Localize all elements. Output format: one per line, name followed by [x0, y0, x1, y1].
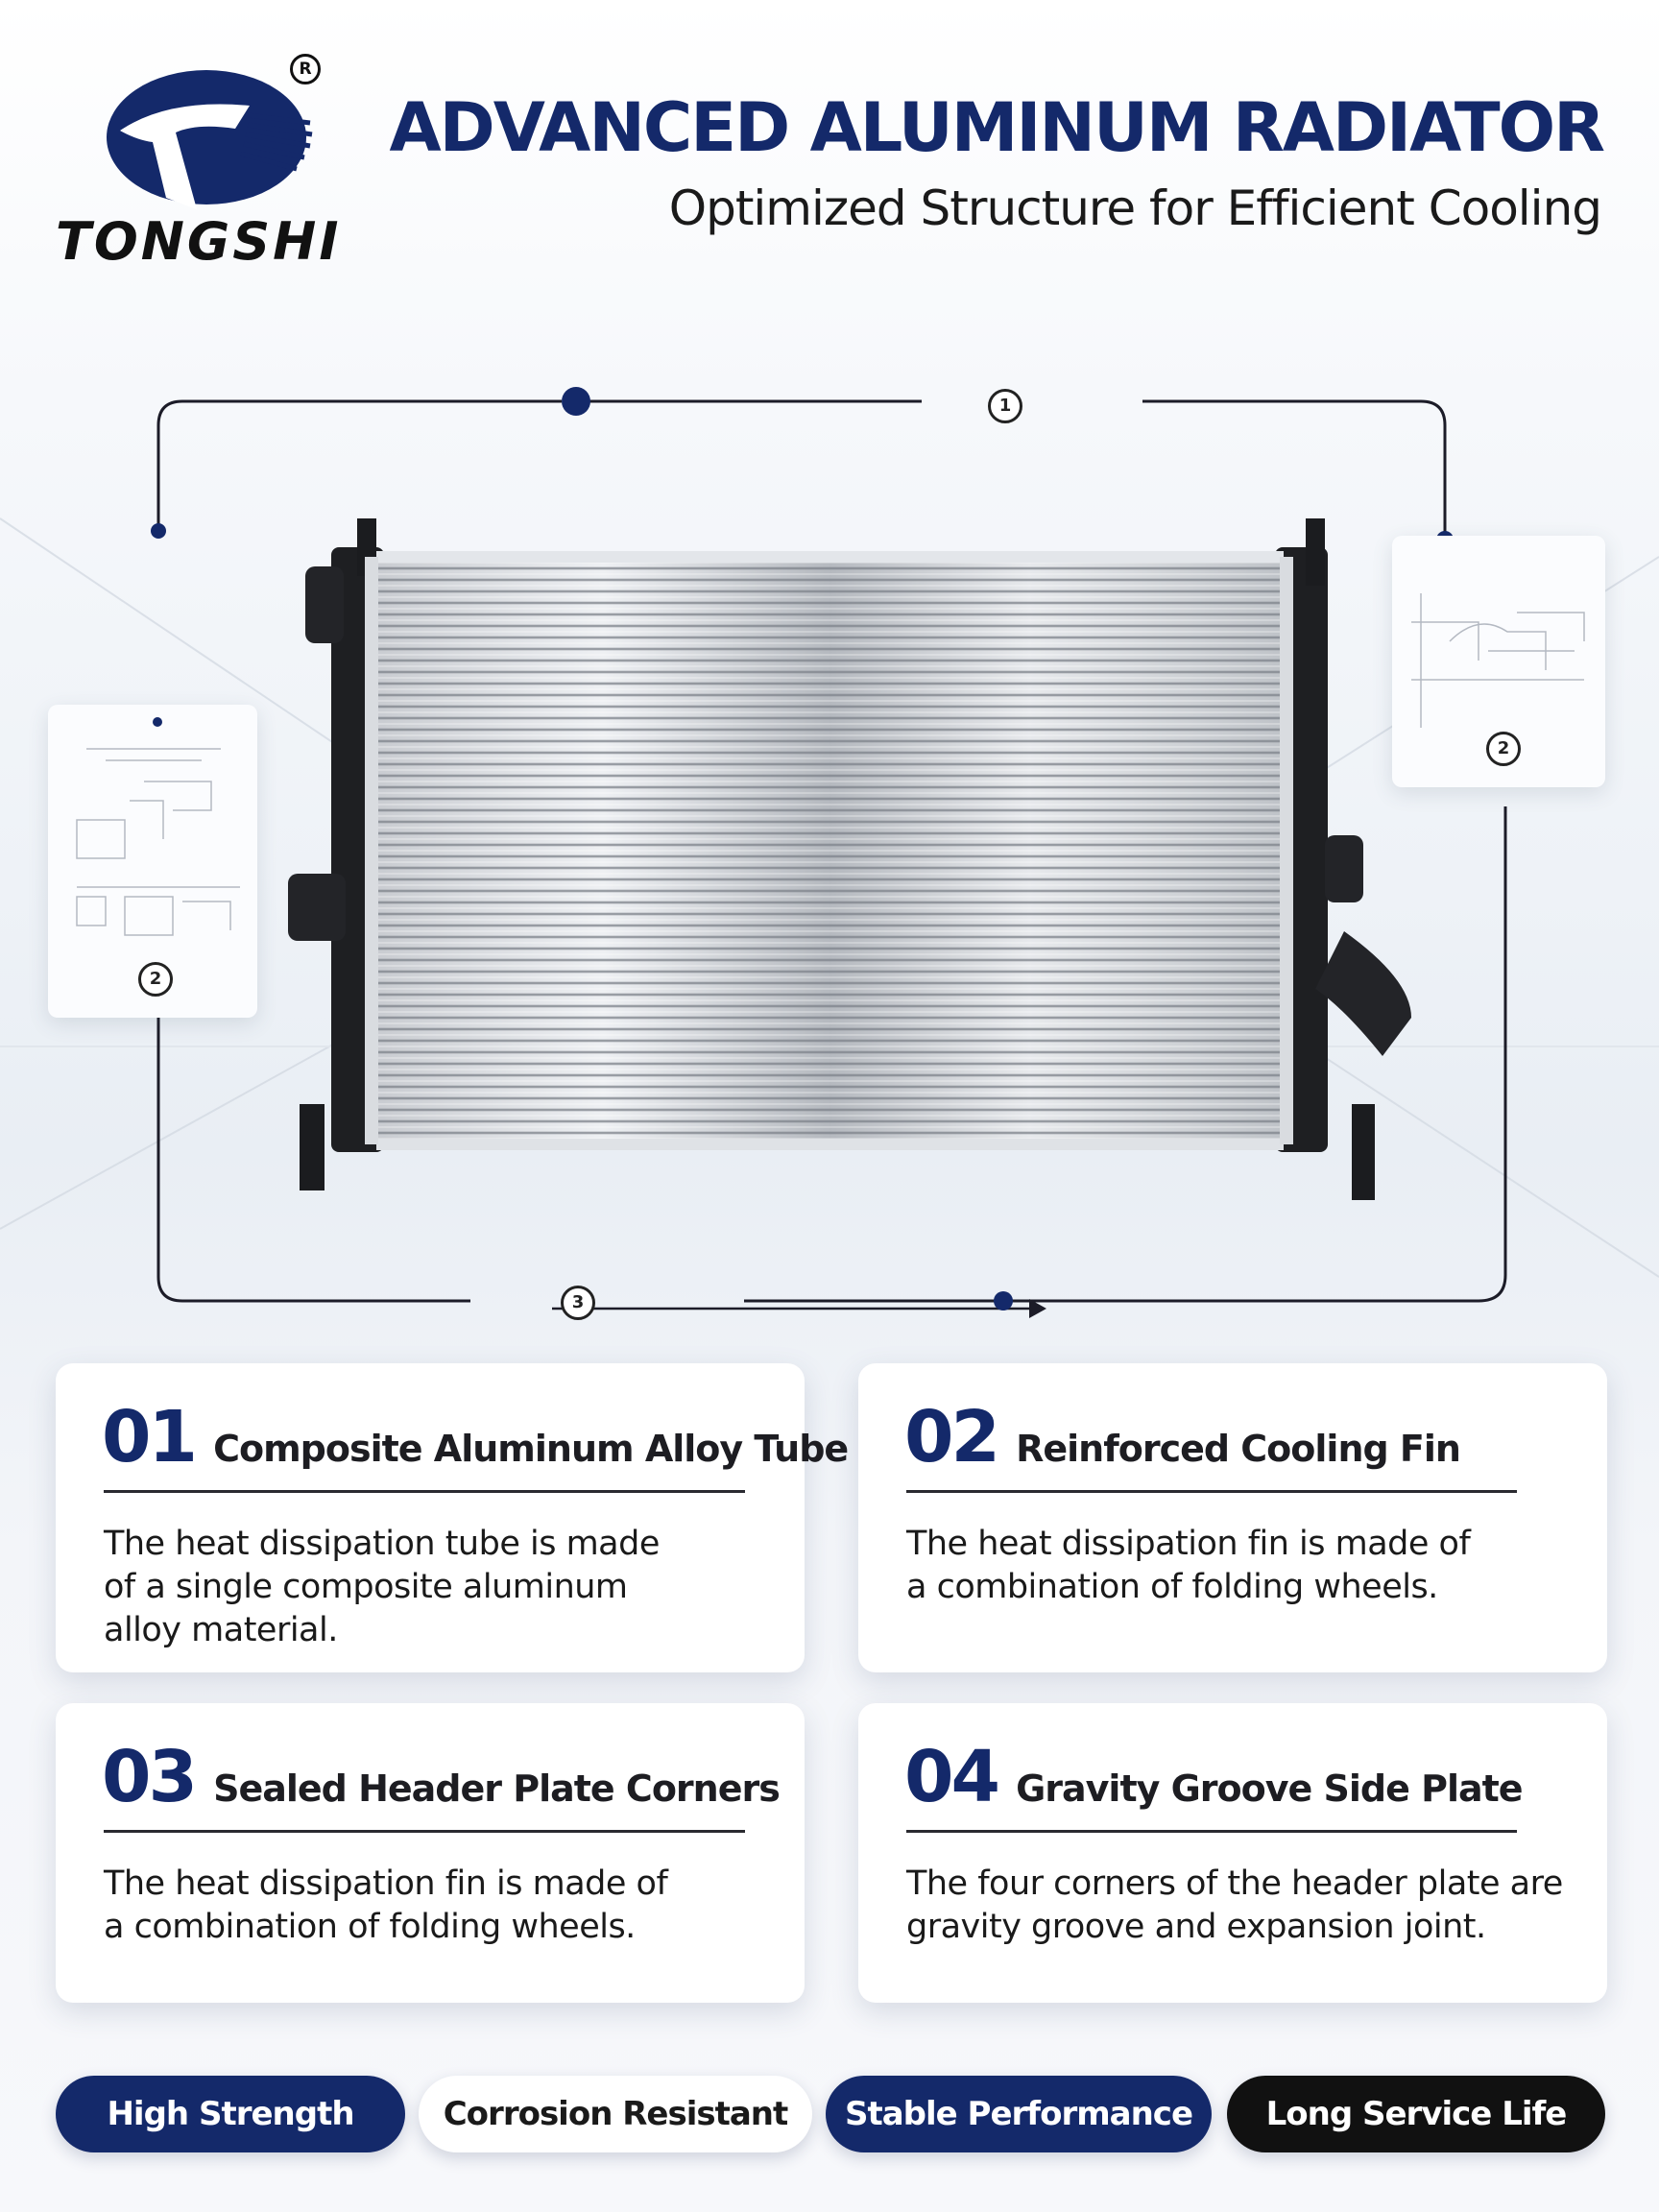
feature-description-line: The heat dissipation fin is made of: [104, 1864, 668, 1903]
brand-logo-mark-icon: [107, 70, 313, 209]
feature-description-line: gravity groove and expansion joint.: [906, 1908, 1486, 1946]
spec-sheet-card-right: 2: [1392, 536, 1605, 787]
registered-trademark-mark: R: [290, 54, 321, 84]
brand-logo: [53, 56, 370, 276]
divider: [104, 1830, 745, 1833]
marker-2-left: 2: [138, 962, 173, 997]
marker-1: 1: [988, 389, 1022, 423]
page-subtitle: Optimized Structure for Efficient Coolin…: [668, 180, 1602, 236]
technical-drawing-icon: [1411, 593, 1585, 728]
feature-card-04: 04 Gravity Groove Side Plate The four co…: [858, 1703, 1607, 2003]
feature-number: 04: [904, 1736, 1000, 1818]
feature-description-line: alloy material.: [104, 1611, 338, 1649]
feature-description: The four corners of the header plate are…: [906, 1863, 1598, 1949]
feature-number: 01: [102, 1396, 198, 1479]
divider: [104, 1490, 745, 1493]
technical-drawing-icon: [76, 717, 240, 936]
feature-description-line: The heat dissipation tube is made: [104, 1525, 660, 1563]
feature-description: The heat dissipation tube is made of a s…: [104, 1523, 776, 1652]
marker-3: 3: [561, 1286, 595, 1320]
feature-card-01: 01 Composite Aluminum Alloy Tube The hea…: [56, 1363, 849, 1672]
page-title: ADVANCED ALUMINUM RADIATOR: [389, 88, 1605, 167]
feature-description: The heat dissipation fin is made of a co…: [104, 1863, 776, 1949]
divider: [906, 1830, 1517, 1833]
feature-description-line: a combination of folding wheels.: [906, 1568, 1438, 1606]
feature-number: 03: [102, 1736, 198, 1818]
feature-description-line: The four corners of the header plate are: [906, 1864, 1563, 1903]
badge-long-service-life: Long Service Life: [1227, 2076, 1605, 2152]
feature-description-line: of a single composite aluminum: [104, 1568, 628, 1606]
feature-title: Reinforced Cooling Fin: [1016, 1428, 1461, 1470]
spec-sheet-card-left: 2: [48, 705, 257, 1018]
feature-description-line: a combination of folding wheels.: [104, 1908, 636, 1946]
brand-name: TONGSHI: [56, 211, 342, 272]
badge-corrosion-resistant: Corrosion Resistant: [419, 2076, 812, 2152]
feature-number: 02: [904, 1396, 1000, 1479]
feature-description-line: The heat dissipation fin is made of: [906, 1525, 1471, 1563]
marker-2-right: 2: [1486, 732, 1521, 766]
feature-card-03: 03 Sealed Header Plate Corners The heat …: [56, 1703, 805, 2003]
feature-title: Sealed Header Plate Corners: [213, 1767, 781, 1810]
badge-high-strength: High Strength: [56, 2076, 405, 2152]
feature-title: Composite Aluminum Alloy Tube: [213, 1428, 849, 1470]
diagram-lines: [0, 387, 1659, 1318]
feature-description: The heat dissipation fin is made of a co…: [906, 1523, 1578, 1609]
arrow-right-icon: [1029, 1299, 1046, 1318]
aluminum-radiator-photo: [288, 518, 1411, 1200]
divider: [906, 1490, 1517, 1493]
feature-title: Gravity Groove Side Plate: [1016, 1767, 1524, 1810]
badge-stable-performance: Stable Performance: [826, 2076, 1212, 2152]
feature-card-02: 02 Reinforced Cooling Fin The heat dissi…: [858, 1363, 1607, 1672]
product-diagram: 2 2 1 3: [0, 317, 1659, 1354]
